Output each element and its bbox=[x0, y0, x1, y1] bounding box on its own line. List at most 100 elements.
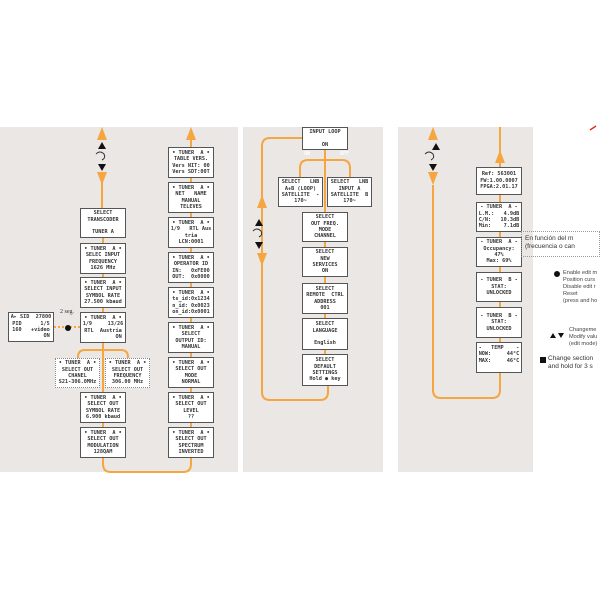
rotate-hand-icon bbox=[95, 151, 106, 161]
screen-line: SATELLITE B bbox=[330, 192, 369, 198]
screen-line: - TUNER A - bbox=[480, 204, 518, 211]
note-box: En función del m (frecuencia o can bbox=[521, 231, 600, 257]
screen-line: Occupancy: bbox=[483, 245, 515, 252]
menu-screen-box: - TUNER B -STAT:UNLOCKED bbox=[476, 272, 522, 302]
screen-line: 001 bbox=[320, 304, 330, 311]
up-triangle-icon bbox=[98, 142, 106, 149]
legend-line: Disable edit r bbox=[563, 284, 596, 290]
menu-screen-box: - TUNER B -STAT:UNLOCKED bbox=[476, 307, 522, 338]
branch-on-label: ON bbox=[304, 151, 311, 157]
screen-line: • TUNER A • bbox=[172, 359, 210, 366]
screen-line: DEFAULT bbox=[314, 363, 336, 370]
screen-line: Vers SDT:00T bbox=[172, 168, 210, 175]
note-line: En función del m bbox=[525, 235, 574, 242]
screen-line: • TUNER A • bbox=[58, 360, 97, 367]
screen-line: 306.00 MHz bbox=[111, 379, 144, 386]
screen-line: FPGA:2.01.17 bbox=[480, 184, 518, 191]
legend-square: Change section and hold for 3 s bbox=[548, 355, 593, 371]
screen-line: SELECT LNB bbox=[281, 179, 320, 186]
screen-line: tria bbox=[184, 232, 198, 239]
screen-line: MAX: 46°C bbox=[478, 357, 520, 364]
screen-line: ts_id:0x1234 bbox=[172, 296, 210, 303]
legend-line: Change section bbox=[548, 355, 594, 362]
screen-line: • TUNER A • bbox=[172, 254, 210, 261]
note-line: (frecuencia o can bbox=[525, 243, 575, 250]
screen-line: SPECTRUM bbox=[178, 442, 204, 449]
screen-line: 47% bbox=[494, 252, 504, 258]
screen-line: SELECT bbox=[315, 285, 335, 292]
screen-line: SELECT OUT bbox=[111, 366, 144, 373]
screen-line: SYMBOL RATE bbox=[85, 292, 121, 299]
screen-line: SELECT bbox=[315, 249, 335, 256]
screen-line: MODE bbox=[318, 227, 332, 233]
screen-line: SELECT INPUT bbox=[84, 286, 122, 293]
screen-line: ON bbox=[321, 268, 329, 275]
screen-line: SELECT bbox=[315, 214, 335, 221]
screen-line: OUT: 0x0000 bbox=[172, 273, 210, 280]
screen-line: ?? bbox=[187, 413, 195, 420]
screen-line: PID 1/5 bbox=[12, 320, 50, 327]
screen-line: UNLOCKED bbox=[486, 325, 512, 332]
screen-line: REMOTE CTRL bbox=[306, 292, 344, 299]
screen-line: SELECT OUT bbox=[175, 401, 207, 408]
screen-line: A▸ SID 27800 bbox=[10, 314, 52, 321]
legend-line: Modify valu bbox=[569, 334, 598, 340]
screen-line: TUNER A bbox=[92, 229, 114, 236]
screen-line: NET NAME bbox=[175, 191, 207, 198]
screen-line: Vers NIT: 00 bbox=[172, 162, 210, 169]
two-sec-label: 2 seg. bbox=[60, 309, 74, 315]
legend-line: Changeme bbox=[569, 327, 597, 333]
screen-line: • TUNER A • bbox=[108, 360, 147, 367]
screen-line: 6.900 kbaud bbox=[85, 413, 121, 420]
screen-line: L.M.: 4.9dB bbox=[478, 210, 520, 217]
screen-line: Max: 69% bbox=[486, 258, 512, 265]
screen-line: LANGUAGE bbox=[312, 327, 338, 334]
legend-line: Position curs bbox=[563, 277, 596, 283]
screen-line: SELECT OUT bbox=[87, 436, 119, 443]
legend-line: Reset bbox=[563, 291, 578, 297]
screen-line: 1/9 13/26 bbox=[82, 321, 124, 328]
screen-line: MANUAL bbox=[181, 197, 201, 204]
screen-line: ON bbox=[321, 141, 329, 148]
screen-line: RTL Austria bbox=[84, 327, 122, 334]
screen-line: INPUT A bbox=[338, 185, 361, 192]
screen-line: SELEC INPUT bbox=[85, 252, 121, 259]
screen-line: • TUNER A • bbox=[84, 394, 122, 401]
screen-line: SATELLITE - bbox=[281, 192, 320, 198]
screen-line: NORMAL bbox=[181, 378, 201, 385]
screen-line: INPUT LOOP bbox=[309, 128, 341, 135]
screen-line: MANUAL bbox=[181, 343, 201, 350]
screen-line bbox=[477, 364, 521, 370]
screen-line: English bbox=[314, 340, 336, 347]
legend-line: Enable edit m bbox=[563, 270, 598, 276]
screen-line: MODE bbox=[184, 372, 198, 379]
legend-line: and hold for 3 s bbox=[548, 363, 593, 370]
screen-line: FREQUENCY bbox=[113, 373, 142, 379]
screen-line: SYMBOL RATE bbox=[85, 407, 121, 414]
legend-line: (press and ho bbox=[563, 298, 598, 304]
screen-line: SELECT OUT bbox=[175, 436, 207, 443]
screen-line: S21-306.0MHz bbox=[58, 379, 97, 386]
screen-line: • TUNER A • bbox=[172, 394, 210, 401]
screen-line: STAT: bbox=[491, 283, 507, 290]
screen-line: MODULATION bbox=[87, 442, 119, 449]
screen-line: SETTINGS bbox=[312, 370, 338, 376]
screen-line: Min: 7.1dB bbox=[478, 223, 520, 230]
legend-enable: Enable edit m Position curs Disable edit… bbox=[563, 270, 597, 305]
screen-line: • TUNER A • bbox=[172, 184, 210, 191]
menu-screen-box: INPUT LOOP ON bbox=[302, 127, 348, 150]
